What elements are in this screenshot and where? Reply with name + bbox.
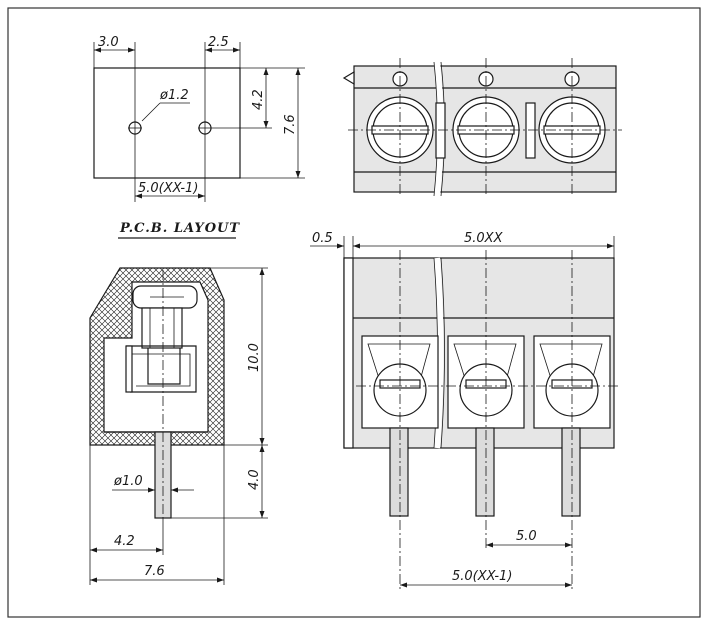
pcb-outline — [93, 67, 241, 179]
top-view — [342, 58, 622, 197]
dim-label-pcb-pitch: 5.0(XX-1) — [138, 181, 198, 196]
dim-label-10-0: 10.0 — [247, 343, 262, 372]
dim-label-0-5: 0.5 — [312, 231, 333, 246]
dim-label-4-0: 4.0 — [247, 469, 262, 490]
front-pin-1 — [389, 427, 409, 517]
dim-label-side-7-6: 7.6 — [144, 564, 165, 579]
dim-label-2-5: 2.5 — [208, 35, 229, 50]
dim-label-pitch-5-0: 5.0 — [516, 529, 537, 544]
dim-label-total-width: 5.0XX — [464, 231, 504, 246]
drawing-frame — [7, 7, 701, 618]
dim-label-pin-dia: ø1.0 — [113, 474, 143, 489]
front-pin-3 — [561, 427, 581, 517]
dim-label-side-4-2: 4.2 — [114, 534, 135, 549]
dim-label-hole-dia: ø1.2 — [159, 88, 189, 103]
front-pin-2 — [475, 427, 495, 517]
dim-label-3-0: 3.0 — [98, 35, 119, 50]
front-view: 0.5 5.0XX 5.0 5.0(XX-1) — [310, 231, 620, 590]
dim-label-front-pitch: 5.0(XX-1) — [452, 569, 512, 584]
side-section-view: 10.0 4.0 ø1.0 4.2 7.6 — [89, 267, 268, 585]
dim-label-4-2: 4.2 — [251, 89, 266, 110]
pcb-layout-view: 3.0 2.5 ø1.2 5.0(XX-1) 4.2 7.6 P.C.B. LA… — [93, 35, 305, 239]
pcb-layout-title: P.C.B. LAYOUT — [119, 221, 240, 236]
dim-label-7-6: 7.6 — [283, 114, 298, 135]
